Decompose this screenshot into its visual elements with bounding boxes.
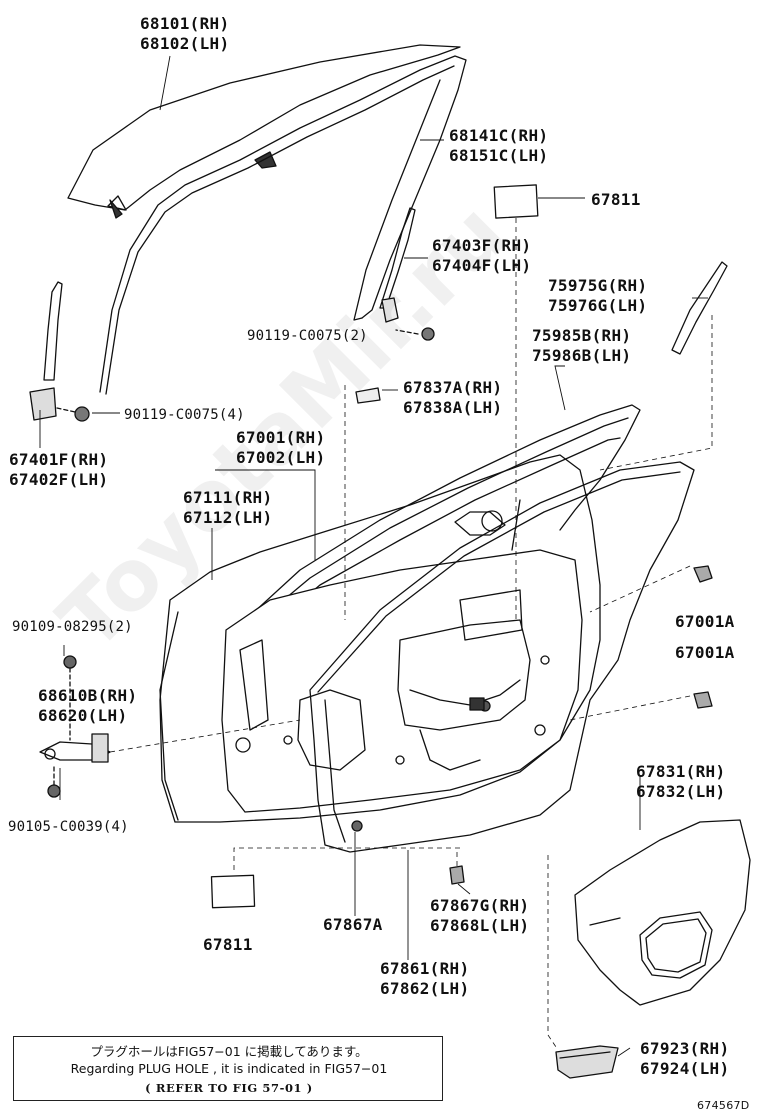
pad-bottom xyxy=(210,874,256,909)
diagram-code: 674567D xyxy=(697,1099,750,1112)
service-hole-cover xyxy=(574,819,751,1006)
label-weatherstrip-outer-rh: 75985B(RH) xyxy=(532,326,632,345)
label-clip-b: 67001A xyxy=(675,643,735,662)
clip-b-icon xyxy=(693,691,713,709)
label-cover-rh: 67831(RH) xyxy=(636,762,726,781)
bottom-seal xyxy=(555,1045,619,1079)
label-plug-a: 67867A xyxy=(323,915,383,934)
label-cover-lh: 67832(LH) xyxy=(636,782,726,801)
door-weatherstrip xyxy=(309,461,695,853)
label-check-lh: 68620(LH) xyxy=(38,706,128,725)
label-bolt-check: 90105-C0039(4) xyxy=(8,819,129,835)
note-line-japanese: プラグホールはFIG57−01 に掲載してあります。 xyxy=(90,1044,368,1059)
door-glass xyxy=(67,44,461,219)
front-channel xyxy=(29,281,90,422)
plug-hole-note: プラグホールはFIG57−01 に掲載してあります。 Regarding PLU… xyxy=(13,1036,443,1101)
label-channel-rear-rh: 67403F(RH) xyxy=(432,236,532,255)
label-bolt-hinge: 90109-08295(2) xyxy=(12,619,133,635)
label-weatherstrip-outer-lh: 75986B(LH) xyxy=(532,346,632,365)
rear-channel xyxy=(379,207,435,341)
label-glass-run-rh: 68141C(RH) xyxy=(449,126,549,145)
door-check xyxy=(39,655,111,798)
label-panel-sub-lh: 67112(LH) xyxy=(183,508,273,527)
note-reference: ( REFER TO FIG 57-01 ) xyxy=(145,1081,313,1095)
label-plug-g-rh: 67867G(RH) xyxy=(430,896,530,915)
label-pad-bottom: 67811 xyxy=(203,935,253,954)
door-inner-panel xyxy=(221,499,583,813)
label-weatherstrip-door-lh: 67862(LH) xyxy=(380,979,470,998)
door-sash xyxy=(239,404,641,636)
belt-moulding xyxy=(671,261,728,355)
label-glass-run-lh: 68151C(LH) xyxy=(449,146,549,165)
label-plug-g-lh: 67868L(LH) xyxy=(430,916,530,935)
label-channel-front-lh: 67402F(LH) xyxy=(9,470,109,489)
label-bolt-rear: 90119-C0075(2) xyxy=(247,328,368,344)
plug-a-icon xyxy=(351,820,363,832)
label-door-panel-lh: 67002(LH) xyxy=(236,448,326,467)
label-panel-sub-rh: 67111(RH) xyxy=(183,488,273,507)
label-moulding-lh: 75976G(LH) xyxy=(548,296,648,315)
plug-g-icon xyxy=(449,865,465,885)
label-glass-lh: 68102(LH) xyxy=(140,34,230,53)
label-glass-rh: 68101(RH) xyxy=(140,14,230,33)
label-seal-rh: 67923(RH) xyxy=(640,1039,730,1058)
plug-icon xyxy=(355,387,381,404)
label-bolt-front: 90119-C0075(4) xyxy=(124,407,245,423)
label-weatherstrip-door-rh: 67861(RH) xyxy=(380,959,470,978)
label-door-panel-rh: 67001(RH) xyxy=(236,428,326,447)
label-channel-front-rh: 67401F(RH) xyxy=(9,450,109,469)
label-seal-lh: 67924(LH) xyxy=(640,1059,730,1078)
note-line-english: Regarding PLUG HOLE , it is indicated in… xyxy=(70,1061,388,1076)
label-moulding-rh: 75975G(RH) xyxy=(548,276,648,295)
pad-top xyxy=(493,184,539,219)
label-check-rh: 68610B(RH) xyxy=(38,686,138,705)
label-plug-rh: 67837A(RH) xyxy=(403,378,503,397)
label-pad-top: 67811 xyxy=(591,190,641,209)
label-channel-rear-lh: 67404F(LH) xyxy=(432,256,532,275)
label-clip-a: 67001A xyxy=(675,612,735,631)
label-plug-lh: 67838A(LH) xyxy=(403,398,503,417)
clip-a-icon xyxy=(693,565,713,583)
